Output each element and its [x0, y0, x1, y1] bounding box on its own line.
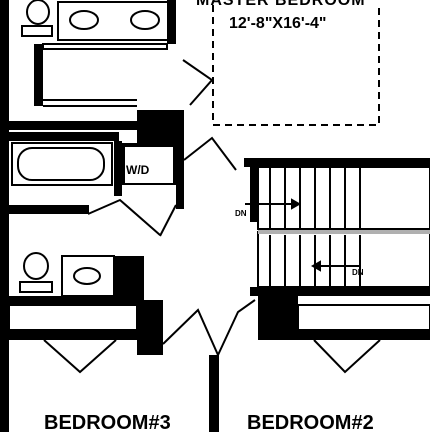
wall-bath3-bottom [9, 296, 129, 305]
master-bedroom-dimensions: 12'-8"X16'-4" [229, 15, 327, 32]
bathtub-icon [11, 142, 113, 186]
bed3-closet [8, 304, 138, 331]
wall-closet-left [34, 44, 43, 106]
laundry-label: W/D [126, 163, 150, 177]
stair-down-label-2: DN [352, 268, 364, 277]
door-swings [43, 59, 381, 374]
wall-laundry-right [176, 144, 184, 209]
wall-bed2-jamb [258, 296, 298, 340]
wall-bath3-jamb [114, 256, 144, 306]
wall-between-bedrooms [209, 355, 219, 432]
washer-dryer-icon [123, 145, 175, 185]
wall-stair-left [250, 167, 258, 222]
wall-bath2-right [114, 141, 122, 196]
bed2-closet [297, 304, 430, 331]
wall-stair-bottom [250, 287, 430, 296]
wall-bedroom-top-left [9, 330, 152, 340]
bedroom-2-label: BEDROOM#2 [247, 412, 374, 434]
wall-left-outer [0, 0, 9, 432]
toilet-icon [19, 0, 53, 293]
wall-closet-bottom [9, 121, 137, 130]
stair-treads [258, 167, 430, 287]
master-bedroom-title: MASTER BEDROOM [196, 0, 366, 9]
closet-shelf [42, 43, 168, 50]
wall-laundry-block [137, 110, 184, 144]
wall-master-bottom [244, 158, 430, 167]
master-ceiling-dashed [212, 5, 380, 126]
sink-icon [69, 10, 160, 285]
stair-down-label-1: DN [235, 209, 247, 218]
stair-arrow-icon [245, 198, 360, 272]
bath3-vanity [61, 255, 115, 297]
wall-bath2-bottom [9, 205, 89, 214]
vanity-top [57, 1, 169, 41]
wall-bedroom-top-right [298, 330, 430, 340]
wall-bath2-top [9, 132, 119, 141]
wall-bath-right [167, 0, 176, 44]
wall-bed3-jamb [137, 300, 163, 355]
bedroom-3-label: BEDROOM#3 [44, 412, 171, 434]
thin-lines [8, 1, 430, 331]
